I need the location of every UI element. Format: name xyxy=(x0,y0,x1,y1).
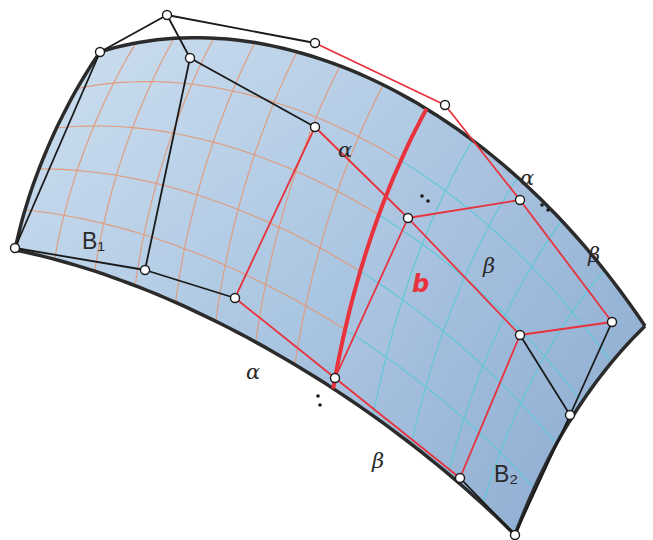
control-polygon-line xyxy=(460,478,515,535)
control-polygon-line xyxy=(167,15,190,58)
knot-interval-label: β xyxy=(483,256,495,277)
surface-edge xyxy=(515,326,645,535)
control-polygon-line xyxy=(445,105,520,200)
control-polygon-line xyxy=(100,15,167,52)
separator-dot xyxy=(316,394,320,398)
separator-dot xyxy=(426,199,430,203)
control-point xyxy=(11,244,20,253)
grid-line xyxy=(176,43,255,303)
boundary-curve xyxy=(333,109,426,389)
control-point xyxy=(231,294,240,303)
control-polygon-line xyxy=(145,270,235,298)
grid-line xyxy=(135,38,214,286)
patch-label: B₁ xyxy=(82,230,105,253)
grid-line xyxy=(448,221,562,474)
control-point xyxy=(141,266,150,275)
knot-interval-label: β xyxy=(372,451,384,472)
grid-line xyxy=(401,161,611,363)
separator-dot xyxy=(546,208,550,212)
control-polygon-line xyxy=(520,335,570,415)
control-polygon-line xyxy=(408,218,520,335)
control-point xyxy=(331,374,340,383)
surface-edge xyxy=(100,38,645,326)
surface-edge xyxy=(15,52,100,250)
control-polygon-line xyxy=(315,43,445,105)
control-point xyxy=(511,531,520,540)
knot-interval-label: β xyxy=(588,245,600,266)
separator-dot xyxy=(318,403,322,407)
separator-dot xyxy=(540,203,544,207)
control-point xyxy=(608,318,617,327)
control-polygon-line xyxy=(235,127,315,298)
control-polygon-line xyxy=(190,58,315,127)
control-point xyxy=(456,474,465,483)
control-polygon-line xyxy=(167,15,315,43)
control-point xyxy=(566,411,575,420)
curve-label: b xyxy=(412,272,429,296)
control-polygon-line xyxy=(15,248,145,270)
knot-interval-label: α xyxy=(338,140,352,161)
control-point xyxy=(163,11,172,20)
control-polygon-line xyxy=(570,322,612,415)
control-point xyxy=(404,214,413,223)
control-point xyxy=(311,39,320,48)
grid-line xyxy=(373,140,472,416)
control-point xyxy=(311,123,320,132)
control-polygon-line xyxy=(515,415,570,535)
control-point xyxy=(516,331,525,340)
control-polygon-line xyxy=(335,378,460,478)
control-polygon-line xyxy=(408,200,520,218)
grid-line xyxy=(360,271,556,444)
control-polygon-line xyxy=(145,58,190,270)
patch-b2 xyxy=(333,109,645,535)
knot-interval-label: α xyxy=(246,362,260,383)
control-polygon-line xyxy=(335,218,408,378)
grid-line xyxy=(295,85,383,365)
control-polygon-line xyxy=(520,200,612,322)
grid-line xyxy=(411,177,517,444)
separator-dot xyxy=(420,194,424,198)
control-polygon-line xyxy=(15,52,100,248)
control-polygon-line xyxy=(520,322,612,335)
knot-interval-label: α xyxy=(520,168,534,189)
patch-label: B₂ xyxy=(494,463,518,486)
grid-line xyxy=(216,52,297,321)
control-polygon-line xyxy=(315,127,408,218)
grid-line xyxy=(25,210,345,330)
control-point xyxy=(186,54,195,63)
control-point xyxy=(441,101,450,110)
grid-line xyxy=(256,66,340,342)
grid-line xyxy=(95,38,174,271)
control-polygon-line xyxy=(460,335,520,478)
surface-edge xyxy=(15,250,515,535)
control-point xyxy=(96,48,105,57)
control-point xyxy=(516,196,525,205)
